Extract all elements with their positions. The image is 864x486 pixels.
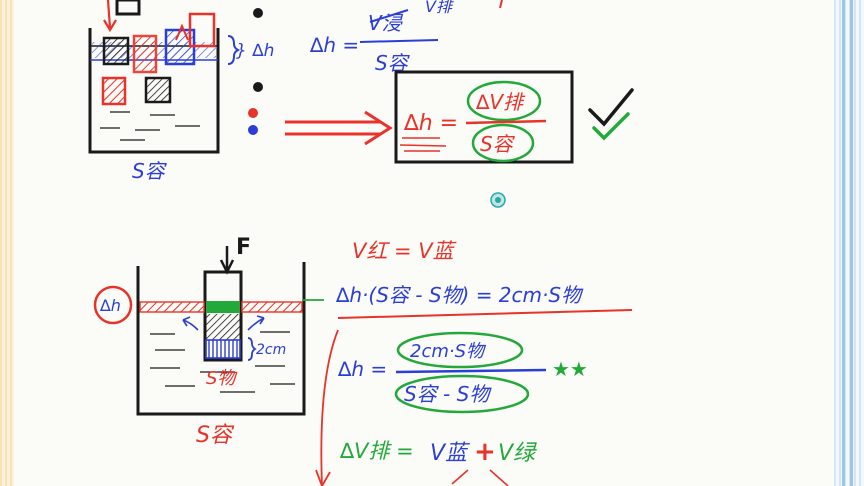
check-marks — [588, 88, 634, 141]
delta-h-circle: ∆h — [93, 285, 133, 325]
svg-text:∆h·(S容 - S物) = 2cm·S物: ∆h·(S容 - S物) = 2cm·S物 — [335, 283, 584, 307]
eq-delta-v-displaced: ∆V排 = V蓝 + V绿 — [339, 437, 537, 486]
svg-text:∆h =: ∆h = — [403, 111, 458, 136]
double-arrow-right — [285, 110, 393, 146]
svg-text:∆V排: ∆V排 — [475, 90, 526, 114]
svg-text:∆h =: ∆h = — [309, 33, 359, 57]
bottom-container-diagram — [136, 246, 324, 416]
top-container-area-label: S容 — [132, 159, 168, 183]
object-area-label: S物 — [206, 368, 238, 389]
red-arrow-head — [315, 469, 331, 486]
svg-text:∆V排 =: ∆V排 = — [339, 439, 414, 463]
page-edge-right — [834, 0, 864, 486]
delta-h-side-label: } ∆h — [236, 41, 274, 61]
formula-delta-h-v-immersed: ∆h = V浸 S容 V排 — [309, 0, 503, 75]
top-container-diagram — [88, 0, 241, 154]
pen-cursor-indicator — [490, 192, 506, 208]
eq-delta-h-fraction: ∆h = 2cm·S物 S容 - S物 ★★ — [337, 331, 588, 414]
bottom-container-area-label: S容 — [196, 423, 235, 448]
svg-text:V绿: V绿 — [498, 441, 537, 466]
svg-text:∆h: ∆h — [99, 296, 121, 315]
svg-text:2cm·S物: 2cm·S物 — [410, 341, 487, 362]
svg-text:V浸: V浸 — [368, 11, 404, 35]
svg-text:S容: S容 — [480, 132, 516, 156]
svg-text:S容 - S物: S容 - S物 — [404, 382, 492, 406]
bullet-dots — [248, 8, 263, 135]
eq-red-equals-blue: V红 = V蓝 — [352, 239, 457, 263]
eq-delta-h-product: ∆h·(S容 - S物) = 2cm·S物 — [335, 283, 633, 319]
svg-text:V蓝: V蓝 — [430, 441, 471, 466]
red-arrow-curve — [320, 329, 339, 486]
move-distance-label: 2cm — [256, 342, 286, 358]
svg-text:∆h =: ∆h = — [337, 357, 387, 381]
boxed-formula-delta-v-displaced: ∆h = ∆V排 S容 — [394, 70, 574, 164]
force-label: F — [236, 235, 251, 260]
svg-text:V排: V排 — [425, 0, 454, 16]
svg-text:+: + — [474, 437, 496, 467]
svg-text:★★: ★★ — [552, 357, 588, 381]
page-edge-left — [0, 0, 14, 486]
